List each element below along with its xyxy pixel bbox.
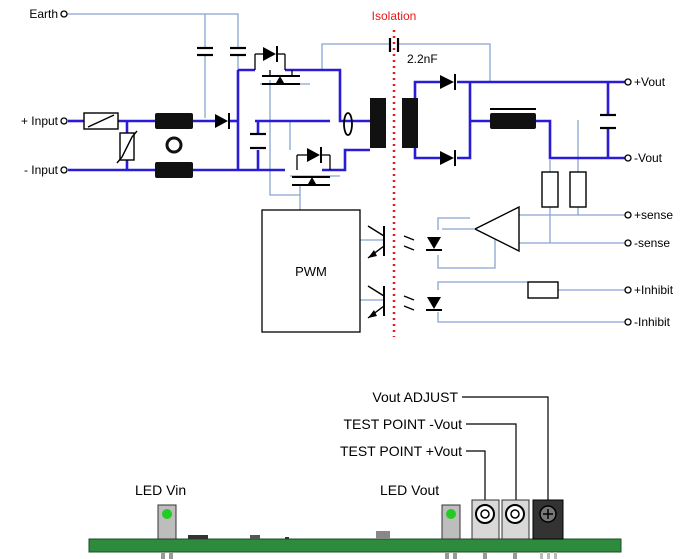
test-point-plus-label: TEST POINT +Vout — [340, 443, 462, 459]
test-point-minus-label: TEST POINT -Vout — [343, 416, 462, 432]
pwm-label: PWM — [295, 264, 327, 279]
minus-sense-label: -sense — [634, 236, 670, 250]
terminal-plus-sense — [624, 211, 632, 219]
terminal-minus-inhibit — [624, 318, 632, 326]
terminals — [60, 10, 632, 326]
led-vin-label: LED Vin — [135, 482, 186, 498]
power-wires — [68, 68, 625, 172]
terminal-plus-inhibit — [624, 286, 632, 294]
main-transformer — [370, 98, 418, 148]
top-mosfet — [254, 46, 300, 85]
isolation-capacitor — [388, 38, 400, 52]
output-diodes — [440, 74, 456, 166]
terminal-minus-vout — [624, 154, 632, 162]
varistor — [116, 130, 138, 164]
test-point-plus — [471, 499, 500, 559]
led-vin — [157, 504, 177, 559]
led-vout-label: LED Vout — [380, 482, 439, 498]
plus-inhibit-label: +Inhibit — [634, 283, 674, 297]
vout-adjust-pot — [532, 499, 564, 559]
test-point-minus — [501, 499, 530, 559]
minus-input-label: - Input — [24, 163, 59, 177]
board-leader-lines — [462, 396, 549, 500]
terminal-plus-input — [60, 117, 68, 125]
plus-sense-label: +sense — [634, 208, 673, 222]
led-vout — [441, 504, 461, 559]
input-diode — [215, 113, 230, 129]
pcb-board — [88, 538, 622, 553]
board-component — [285, 537, 289, 539]
board-component — [250, 535, 260, 539]
output-inductor — [490, 108, 536, 129]
terminal-earth — [60, 10, 68, 18]
current-transformer — [343, 112, 353, 136]
board-component — [376, 531, 390, 539]
optocoupler-inhibit — [367, 285, 442, 319]
output-capacitor — [600, 113, 616, 130]
bottom-mosfet — [292, 147, 331, 186]
terminal-minus-input — [60, 166, 68, 174]
inhibit-resistor — [527, 281, 559, 299]
capacitor-value-label: 2.2nF — [407, 52, 438, 66]
minus-vout-label: -Vout — [634, 151, 663, 165]
plus-input-label: + Input — [21, 114, 59, 128]
bulk-capacitor — [250, 132, 266, 150]
plus-vout-label: +Vout — [634, 75, 666, 89]
sense-resistors — [541, 171, 587, 208]
earth-label: Earth — [29, 7, 58, 21]
pwm-block — [261, 209, 361, 333]
minus-inhibit-label: -Inhibit — [634, 315, 671, 329]
terminal-minus-sense — [624, 239, 632, 247]
error-amplifier — [442, 205, 520, 253]
board-labels: Vout ADJUST TEST POINT -Vout TEST POINT … — [135, 389, 462, 498]
y-capacitors — [197, 46, 246, 57]
board-component — [188, 535, 208, 539]
vout-adjust-label: Vout ADJUST — [372, 389, 458, 405]
input-fuse — [83, 112, 119, 130]
terminal-plus-vout — [624, 78, 632, 86]
common-mode-choke — [155, 113, 193, 178]
terminal-labels: Earth + Input - Input +Vout -Vout +sense… — [21, 7, 674, 329]
optocoupler-sense — [367, 225, 442, 259]
isolation-label: Isolation — [372, 9, 417, 23]
